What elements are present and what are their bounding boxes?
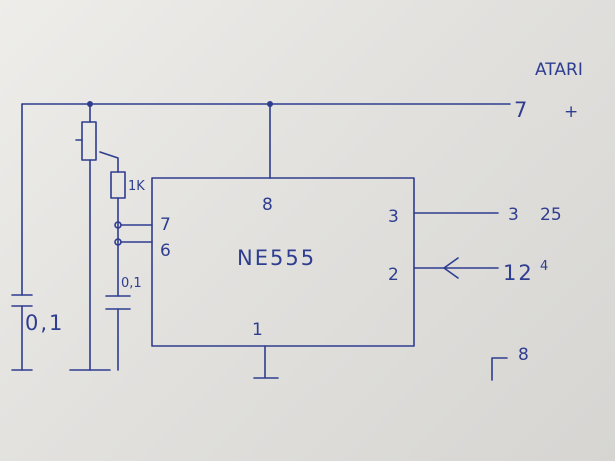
pin7-label: 7 — [160, 215, 171, 235]
pin3-label: 3 — [388, 207, 399, 227]
ne555-chip — [151, 177, 415, 347]
resistor-value: 1K — [128, 179, 145, 194]
input-pin-sub: 4 — [540, 259, 548, 274]
output-pin-number: 3 — [508, 205, 519, 225]
supply-cap-value: 0,1 — [25, 311, 64, 335]
input-arrow — [443, 257, 459, 279]
timing-cap-value: 0,1 — [121, 276, 142, 291]
resistor-1k — [110, 171, 126, 199]
plus-sign: + — [564, 102, 578, 122]
chip-name: NE555 — [237, 246, 316, 270]
input-pin-number: 12 — [503, 261, 534, 285]
pin1-ground-wire — [253, 345, 279, 379]
pin6-label: 6 — [160, 241, 171, 261]
timing-capacitor — [105, 295, 131, 310]
supply-capacitor — [11, 294, 33, 307]
plus-pin-number: 7 — [514, 98, 529, 122]
pin1-label: 1 — [252, 320, 263, 340]
pin8-label: 8 — [262, 195, 273, 215]
ground-pin-number: 8 — [518, 345, 529, 365]
pot-wiper — [75, 139, 119, 173]
atari-label: ATARI — [535, 60, 583, 80]
output-pin-sub: 25 — [540, 205, 562, 225]
ground-symbol — [491, 357, 508, 381]
pin2-label: 2 — [388, 265, 399, 285]
potentiometer — [81, 121, 97, 161]
